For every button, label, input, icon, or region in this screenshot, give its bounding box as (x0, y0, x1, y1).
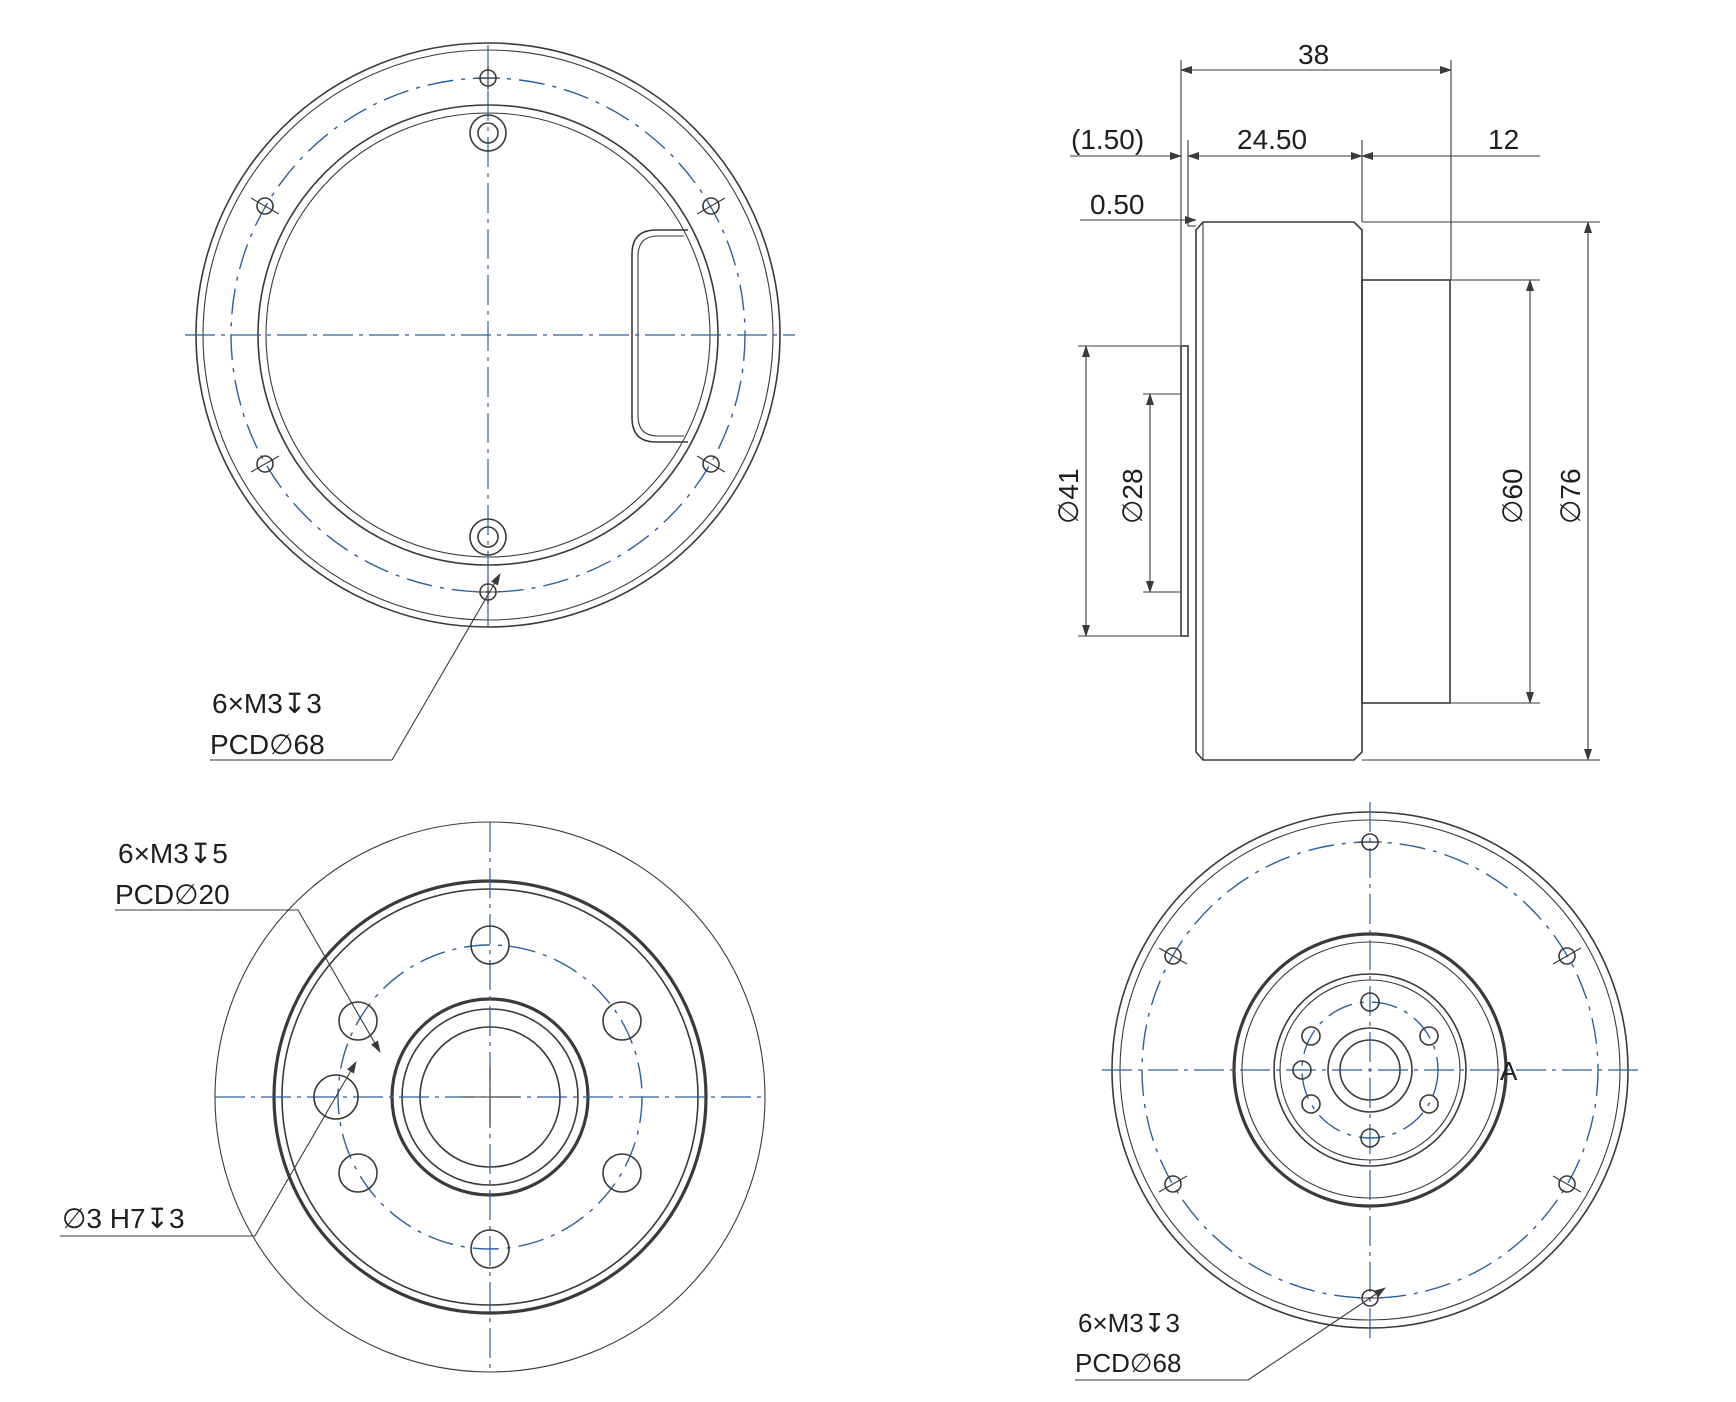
screw-boss-bottom (469, 518, 507, 556)
screw-boss-top (469, 114, 507, 152)
screw-boss-bottom-inner (477, 526, 499, 548)
datum-label: A (1500, 1056, 1518, 1086)
dim-150-label: (1.50) (1071, 124, 1144, 155)
rear-callout-leader (391, 573, 501, 761)
connector-slot (631, 229, 688, 443)
side-view: 38 24.50 12 (1.50) 0.50 ∅41 ∅28 ∅60 ∅76 (1053, 39, 1600, 761)
dim-38-label: 38 (1298, 39, 1329, 70)
rear-callout-line1: 6×M3↧3 (212, 688, 322, 719)
rear-callout-line2: PCD∅68 (210, 729, 325, 760)
dim-24-label: 24.50 (1237, 124, 1307, 155)
output-callout-a-line1: 6×M3↧5 (118, 838, 228, 869)
output-m3-holes (338, 925, 642, 1269)
dim-dia76-label: ∅76 (1555, 468, 1586, 524)
screw-boss-top-inner (477, 122, 499, 144)
dim-dia28-label: ∅28 (1117, 468, 1148, 524)
front-callout-leader (1247, 1287, 1386, 1381)
output-callout-b-label: ∅3 H7↧3 (62, 1203, 185, 1234)
output-callout-b-leader (254, 1061, 357, 1237)
dim-dia41-label: ∅41 (1053, 468, 1084, 524)
bottom-right-view: A 6×M3↧3 PCD∅68 (1075, 802, 1640, 1381)
top-left-view: 6×M3↧3 PCD∅68 (185, 42, 795, 761)
dim-050-label: 0.50 (1090, 189, 1145, 220)
front-small-holes (1292, 992, 1439, 1148)
side-body (1195, 221, 1363, 761)
front-pcd-holes (1158, 833, 1582, 1307)
rear-pcd-holes (250, 66, 726, 604)
front-callout-line1: 6×M3↧3 (1078, 1308, 1180, 1338)
front-hub (1327, 1027, 1413, 1113)
bottom-left-view: 6×M3↧5 PCD∅20 ∅3 H7↧3 (60, 821, 766, 1373)
side-flange (1180, 345, 1189, 637)
front-callout-line2: PCD∅68 (1075, 1348, 1181, 1378)
dowel-hole (313, 1074, 359, 1120)
output-callout-a-line2: PCD∅20 (115, 879, 230, 910)
side-output (1361, 279, 1451, 704)
dim-dia60-label: ∅60 (1497, 468, 1528, 524)
output-callout-a-leader (297, 909, 381, 1053)
front-flange-outer (1273, 973, 1467, 1167)
connector-slot-inner (637, 235, 684, 437)
dim-12-label: 12 (1488, 124, 1519, 155)
